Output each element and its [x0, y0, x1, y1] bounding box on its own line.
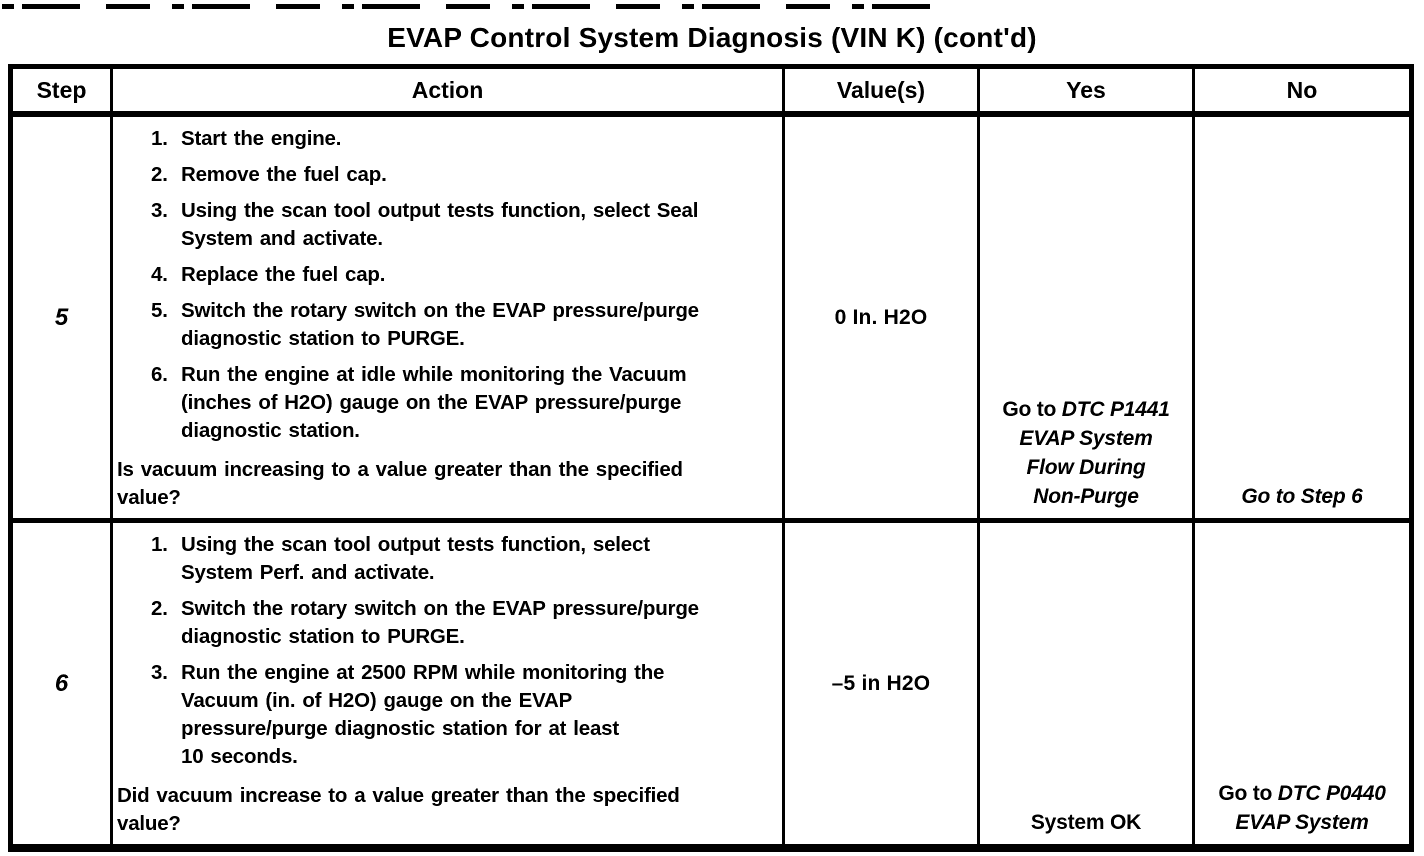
goto-target: DTC P1441 EVAP System Flow During Non-Pu… — [1019, 398, 1170, 508]
goto-prefix: System OK — [1030, 811, 1142, 834]
column-header-no: No — [1195, 69, 1409, 117]
action-item-number: 6. — [151, 363, 168, 386]
value-cell: –5 in H2O — [785, 523, 980, 844]
action-item: 3. Using the scan tool output tests func… — [117, 197, 780, 253]
action-list: 1. Using the scan tool output tests func… — [117, 531, 780, 779]
action-item-text: Run the engine at idle while monitoring … — [181, 363, 687, 442]
column-header-step: Step — [13, 69, 113, 117]
action-item-text: Switch the rotary switch on the EVAP pre… — [181, 299, 699, 350]
goto-target: Go to Step 6 — [1241, 485, 1363, 508]
no-cell: Go to Step 6 — [1195, 117, 1409, 523]
action-item-text: Run the engine at 2500 RPM while monitor… — [181, 661, 665, 768]
action-item: 2. Remove the fuel cap. — [117, 161, 780, 189]
action-item-text: Using the scan tool output tests functio… — [181, 199, 699, 250]
no-cell: Go to DTC P0440 EVAP System — [1195, 523, 1409, 844]
goto-prefix: Go to — [1002, 398, 1062, 421]
action-item-number: 3. — [151, 199, 168, 222]
action-item-number: 2. — [151, 163, 168, 186]
action-item-text: Switch the rotary switch on the EVAP pre… — [181, 597, 699, 648]
evap-diagnosis-table: Step Action Value(s) Yes No 5 1. Start t… — [8, 64, 1414, 852]
action-item: 3. Run the engine at 2500 RPM while moni… — [117, 659, 780, 771]
action-item-text: Start the engine. — [181, 127, 342, 150]
goto-target: DTC P0440 EVAP System — [1235, 782, 1386, 834]
action-item-text: Using the scan tool output tests functio… — [181, 533, 650, 584]
no-cell-text: Go to DTC P0440 EVAP System — [1218, 779, 1386, 837]
page-title: EVAP Control System Diagnosis (VIN K) (c… — [387, 22, 1037, 53]
yes-cell: Go to DTC P1441 EVAP System Flow During … — [980, 117, 1195, 523]
action-cell: 1. Start the engine. 2. Remove the fuel … — [113, 117, 785, 523]
column-header-action: Action — [113, 69, 785, 117]
step-cell: 5 — [13, 117, 113, 523]
scan-artifact-dashed-line — [2, 4, 930, 9]
action-item: 2. Switch the rotary switch on the EVAP … — [117, 595, 780, 651]
step-cell: 6 — [13, 523, 113, 844]
column-header-values: Value(s) — [785, 69, 980, 117]
action-item-text: Remove the fuel cap. — [181, 163, 387, 186]
action-question: Did vacuum increase to a value greater t… — [117, 784, 680, 835]
no-cell-text: Go to Step 6 — [1241, 482, 1362, 511]
action-item: 4. Replace the fuel cap. — [117, 261, 780, 289]
action-item-text: Replace the fuel cap. — [181, 263, 386, 286]
action-cell: 1. Using the scan tool output tests func… — [113, 523, 785, 844]
action-item-number: 1. — [151, 533, 168, 556]
action-item-number: 4. — [151, 263, 168, 286]
action-item-number: 3. — [151, 661, 168, 684]
action-list: 1. Start the engine. 2. Remove the fuel … — [117, 125, 780, 453]
action-question: Is vacuum increasing to a value greater … — [117, 458, 683, 509]
action-item-number: 5. — [151, 299, 168, 322]
value-cell: 0 In. H2O — [785, 117, 980, 523]
action-item: 5. Switch the rotary switch on the EVAP … — [117, 297, 780, 353]
yes-cell-text: System OK — [1031, 808, 1141, 837]
column-header-yes: Yes — [980, 69, 1195, 117]
action-item-number: 2. — [151, 597, 168, 620]
action-item-number: 1. — [151, 127, 168, 150]
action-item: 1. Start the engine. — [117, 125, 780, 153]
action-item: 1. Using the scan tool output tests func… — [117, 531, 780, 587]
yes-cell: System OK — [980, 523, 1195, 844]
goto-prefix: Go to — [1218, 782, 1278, 805]
action-item: 6. Run the engine at idle while monitori… — [117, 361, 780, 445]
yes-cell-text: Go to DTC P1441 EVAP System Flow During … — [1002, 395, 1170, 511]
